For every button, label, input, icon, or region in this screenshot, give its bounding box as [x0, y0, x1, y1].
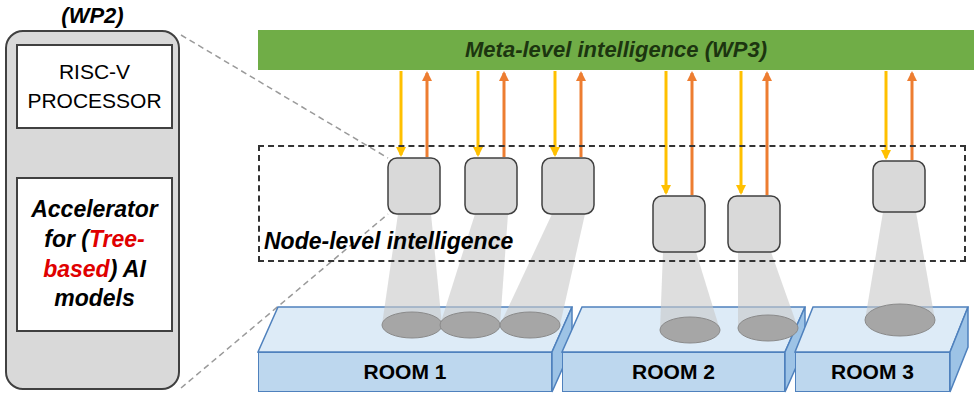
up-arrow — [766, 73, 769, 195]
sensed-area — [660, 317, 720, 343]
node-text: Node-level intelligence — [264, 228, 513, 255]
accelerator-box: Accelerator for (Tree-based) AI models — [16, 177, 173, 332]
node-level-region: Node-level intelligence — [258, 145, 966, 262]
sensed-area — [738, 315, 798, 341]
room-side-face — [950, 307, 968, 392]
processor-box: RISC-V PROCESSOR — [16, 44, 173, 129]
sensed-area — [865, 304, 935, 336]
room-box: ROOM 1 — [258, 352, 552, 392]
down-arrow — [740, 71, 743, 193]
module-panel: (WP2)RISC-V PROCESSORAccelerator for (Tr… — [5, 30, 180, 390]
room-box: ROOM 3 — [795, 352, 950, 392]
down-arrow — [400, 71, 403, 155]
room-box: ROOM 2 — [562, 352, 785, 392]
up-arrow — [691, 73, 694, 195]
sensor-node — [653, 196, 705, 252]
node-text: ROOM 2 — [632, 360, 715, 384]
sensor-node — [542, 158, 594, 214]
sensor-node — [465, 158, 517, 214]
node-text: ROOM 1 — [364, 360, 447, 384]
meta-level-band: Meta-level intelligence (WP3) — [258, 30, 974, 70]
node-text: (WP2) — [7, 3, 178, 29]
sensed-area — [382, 312, 442, 338]
room-top-face — [258, 307, 572, 352]
sensed-area — [440, 312, 500, 338]
sensor-node — [728, 196, 780, 252]
sensor-node — [873, 161, 925, 212]
node-text: Meta-level intelligence (WP3) — [465, 37, 767, 63]
node-text: ROOM 3 — [831, 360, 914, 384]
sensor-node — [388, 158, 440, 214]
down-arrow — [665, 71, 668, 193]
node-text: RISC-V PROCESSOR — [22, 58, 167, 115]
down-arrow — [477, 71, 480, 155]
sensed-area — [500, 312, 560, 338]
text-block: Accelerator for (Tree-based) AI models — [22, 195, 167, 315]
down-arrow — [554, 71, 557, 155]
